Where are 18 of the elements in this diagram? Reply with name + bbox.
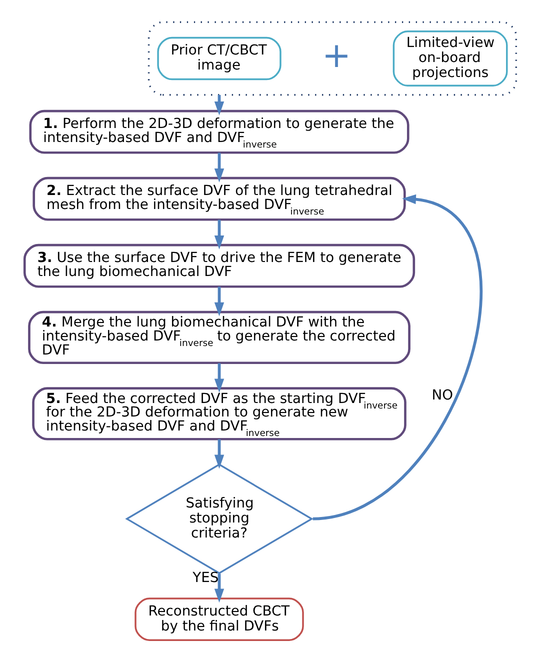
label: + bbox=[322, 36, 352, 76]
arrow bbox=[214, 220, 224, 250]
edge-label: NO bbox=[432, 388, 454, 404]
node-box: Reconstructed CBCT by the final DVFs bbox=[134, 598, 304, 641]
arrow bbox=[214, 439, 224, 469]
node-box: 1. Perform the 2D-3D deformation to generate the intensity-based DVF and DVF$_{inverse}$ bbox=[29, 110, 410, 154]
node-box: 4. Merge the lung biomechanical DVF with the intensity-based DVF$_{inverse}$ to generate the corrected DVF bbox=[28, 310, 410, 364]
node-box: Prior CT/CBCT image bbox=[157, 36, 282, 80]
node-box: 3. Use the surface DVF to drive the FEM to generate the lung biomechanical DVF bbox=[23, 244, 416, 288]
arrow bbox=[312, 194, 482, 520]
arrow bbox=[214, 286, 224, 316]
arrow bbox=[214, 152, 224, 182]
node-box: 2. Extract the surface DVF of the lung tetrahedral mesh from the intensity-based DVF$_{inverse}$ bbox=[32, 176, 406, 221]
arrow bbox=[214, 363, 224, 393]
cluster bbox=[148, 21, 517, 96]
arrow bbox=[214, 574, 224, 603]
node-box: Limited-view on-board projections bbox=[392, 30, 508, 87]
node-box: 5. Feed the corrected DVF as the starting DVF$_{inverse}$ for the 2D-3D deformation to generate new intensity-based DVF and DVF$_{inverse}$ bbox=[32, 387, 406, 440]
